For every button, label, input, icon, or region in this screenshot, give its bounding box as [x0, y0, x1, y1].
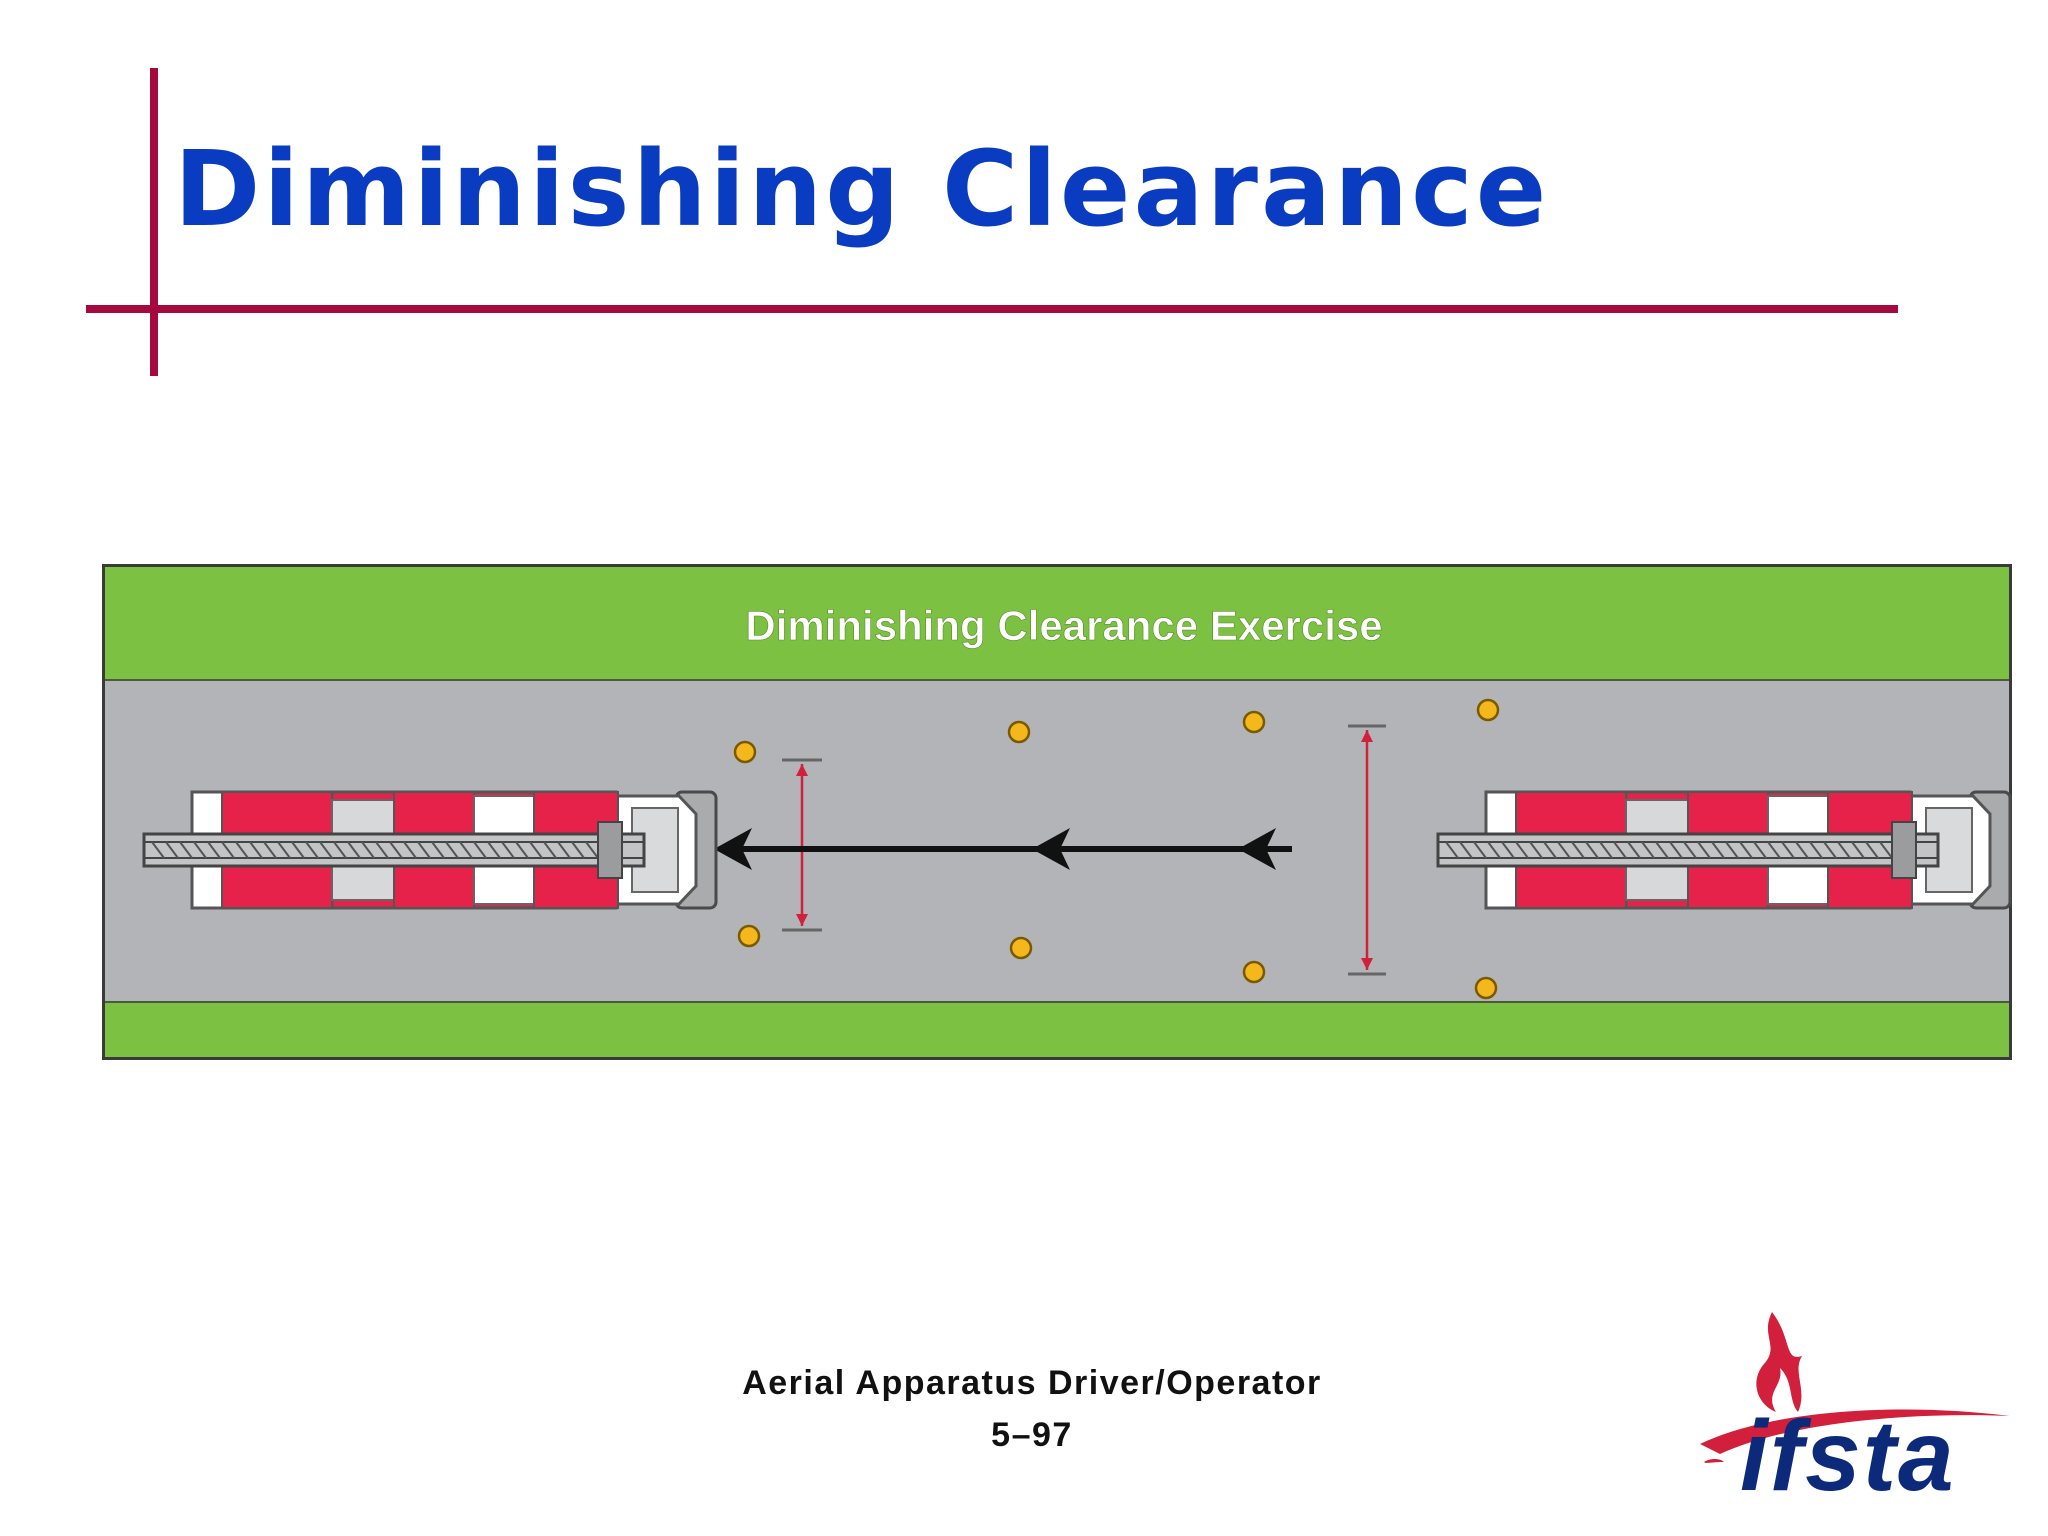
clearance-exercise-diagram: Diminishing Clearance Exercise	[102, 564, 2012, 1060]
slide-title: Diminishing Clearance	[174, 128, 1550, 250]
grass-top	[102, 564, 2012, 680]
fire-truck-icon	[1436, 790, 2012, 910]
traffic-cone-icon	[1009, 936, 1033, 960]
traffic-cone-icon	[1242, 710, 1266, 734]
accent-horizontal-rule	[86, 305, 1898, 313]
flame-icon	[1756, 1312, 1802, 1412]
traffic-cone-icon	[737, 924, 761, 948]
clearance-measure-icon	[1348, 724, 1386, 976]
ifsta-logo-text: ifsta	[1740, 1400, 1956, 1512]
traffic-cone-icon	[1007, 720, 1031, 744]
fire-truck-icon	[142, 790, 718, 910]
clearance-measure-icon	[782, 758, 822, 932]
traffic-cone-icon	[1474, 976, 1498, 1000]
direction-arrow-icon	[714, 828, 1292, 870]
grass-bottom	[102, 1002, 2012, 1060]
diagram-heading: Diminishing Clearance Exercise	[745, 602, 1382, 649]
traffic-cone-icon	[733, 740, 757, 764]
footer-page-number: 5–97	[991, 1416, 1073, 1454]
traffic-cone-icon	[1242, 960, 1266, 984]
accent-vertical-rule	[150, 68, 158, 376]
ifsta-logo: ifsta	[1700, 1312, 2010, 1512]
traffic-cone-icon	[1476, 698, 1500, 722]
footer-course-title: Aerial Apparatus Driver/Operator	[742, 1364, 1322, 1402]
